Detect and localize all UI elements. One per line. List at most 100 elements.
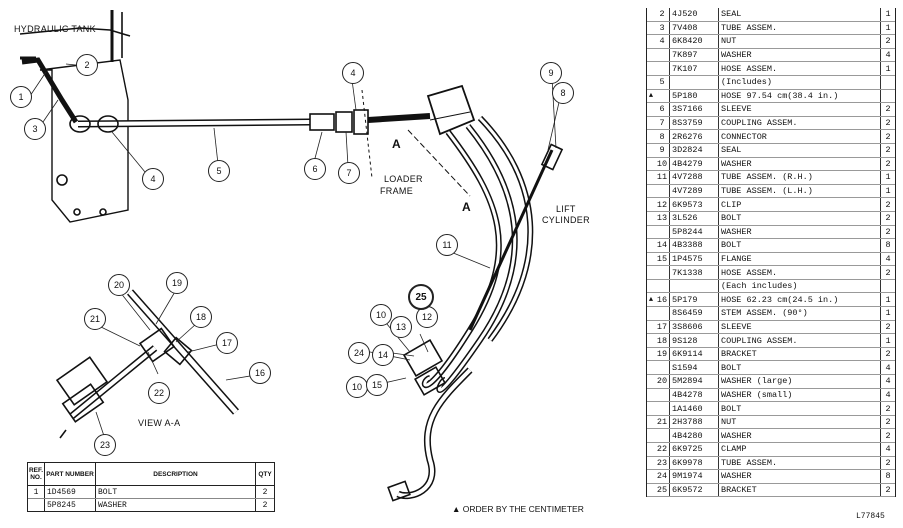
section-a-top-label: A — [392, 137, 401, 151]
qty-cell: 1 — [880, 171, 895, 184]
qty-cell: 2 — [880, 211, 895, 225]
part-number-cell: 4B4279 — [670, 157, 719, 171]
ref-cell — [655, 402, 670, 415]
small-parts-table: REF. NO. PART NUMBER DESCRIPTION QTY 1 1… — [27, 462, 275, 512]
description-cell: BOLT — [98, 487, 118, 497]
callout-9: 9 — [540, 62, 562, 84]
callout-21: 21 — [84, 308, 106, 330]
part-number-cell: S1594 — [670, 361, 719, 375]
qty-cell: 1 — [880, 293, 895, 307]
description-cell: STEM ASSEM. (90°) — [721, 308, 808, 319]
header-part-number: PART NUMBER — [45, 463, 96, 485]
qty-cell: 2 — [880, 116, 895, 130]
ref-cell: 14 — [655, 239, 670, 252]
description-cell: WASHER — [721, 430, 752, 441]
part-number-cell: 1P4575 — [670, 252, 719, 266]
callout-11: 11 — [436, 234, 458, 256]
ref-cell: 22 — [655, 443, 670, 456]
header-description: DESCRIPTION — [96, 463, 256, 485]
qty-cell: 2 — [880, 429, 895, 442]
part-number-cell: 6K9114 — [670, 347, 719, 361]
description-cell: WASHER — [721, 471, 752, 482]
description-cell: SEAL — [721, 9, 742, 20]
part-number-cell: 4V7288 — [670, 171, 719, 184]
part-number-cell: 9M1974 — [670, 470, 719, 483]
callout-23: 23 — [94, 434, 116, 456]
ref-cell — [655, 48, 670, 62]
qty-cell: 2 — [880, 225, 895, 239]
part-number-cell — [670, 279, 719, 293]
part-number-cell: 1D4569 — [45, 486, 96, 498]
ref-cell: 4 — [655, 35, 670, 48]
qty-cell: 2 — [880, 456, 895, 470]
qty-cell: 2 — [255, 499, 274, 511]
qty-cell: 1 — [880, 62, 895, 75]
qty-cell: 2 — [880, 35, 895, 48]
qty-cell: 4 — [880, 443, 895, 456]
part-number-cell: 4B3388 — [670, 239, 719, 252]
ref-cell: 19 — [655, 347, 670, 361]
table-row: 5(Includes) — [647, 75, 895, 90]
section-a-bottom-label: A — [462, 200, 471, 214]
callout-3: 3 — [24, 118, 46, 140]
qty-cell: 4 — [880, 361, 895, 375]
ref-cell: 12 — [655, 198, 670, 211]
ref-cell — [655, 361, 670, 375]
lift-cylinder-label-2: CYLINDER — [542, 215, 590, 225]
callout-14: 14 — [372, 344, 394, 366]
description-cell: SLEEVE — [721, 321, 752, 332]
description-cell: TUBE ASSEM. (L.H.) — [721, 186, 813, 197]
qty-cell: 8 — [880, 470, 895, 483]
part-number-cell: 2R6276 — [670, 130, 719, 143]
part-number-cell: 6K9572 — [670, 483, 719, 497]
part-number-cell: 5P179 — [670, 293, 719, 307]
qty-cell: 2 — [880, 320, 895, 334]
callout-7: 7 — [338, 162, 360, 184]
description-cell: WASHER — [721, 158, 752, 169]
ref-cell: 3 — [655, 21, 670, 35]
callout-10a: 10 — [370, 304, 392, 326]
qty-cell: 2 — [880, 266, 895, 279]
description-cell: (Each includes) — [721, 281, 798, 292]
part-number-cell: 8S6459 — [670, 307, 719, 320]
qty-cell: 1 — [880, 184, 895, 198]
qty-cell: 2 — [880, 157, 895, 171]
view-aa-label: VIEW A-A — [138, 418, 181, 428]
ref-cell — [655, 307, 670, 320]
callout-6: 6 — [304, 158, 326, 180]
qty-cell: 2 — [880, 347, 895, 361]
description-cell: CONNECTOR — [721, 131, 767, 142]
ref-cell — [655, 62, 670, 75]
small-table-header: REF. NO. PART NUMBER DESCRIPTION QTY — [28, 463, 274, 486]
description-cell: COUPLING ASSEM. — [721, 118, 798, 129]
description-cell: CLAMP — [721, 444, 747, 455]
callout-25: 25 — [408, 284, 434, 310]
figure-number: L77845 — [856, 512, 885, 521]
qty-cell: 1 — [880, 21, 895, 35]
ref-cell: 15 — [655, 252, 670, 266]
description-cell: TUBE ASSEM. (R.H.) — [721, 172, 813, 183]
callout-15: 15 — [366, 374, 388, 396]
qty-cell: 4 — [880, 388, 895, 402]
ref-cell: 13 — [655, 211, 670, 225]
table-row: 1 1D4569 BOLT 2 — [28, 486, 274, 499]
ref-cell: 17 — [655, 320, 670, 334]
loader-frame-label-1: LOADER — [384, 174, 423, 184]
footnote-order-by-centimeter: ▲ ORDER BY THE CENTIMETER — [452, 504, 584, 514]
order-by-cm-mark: ▲ — [648, 295, 654, 304]
